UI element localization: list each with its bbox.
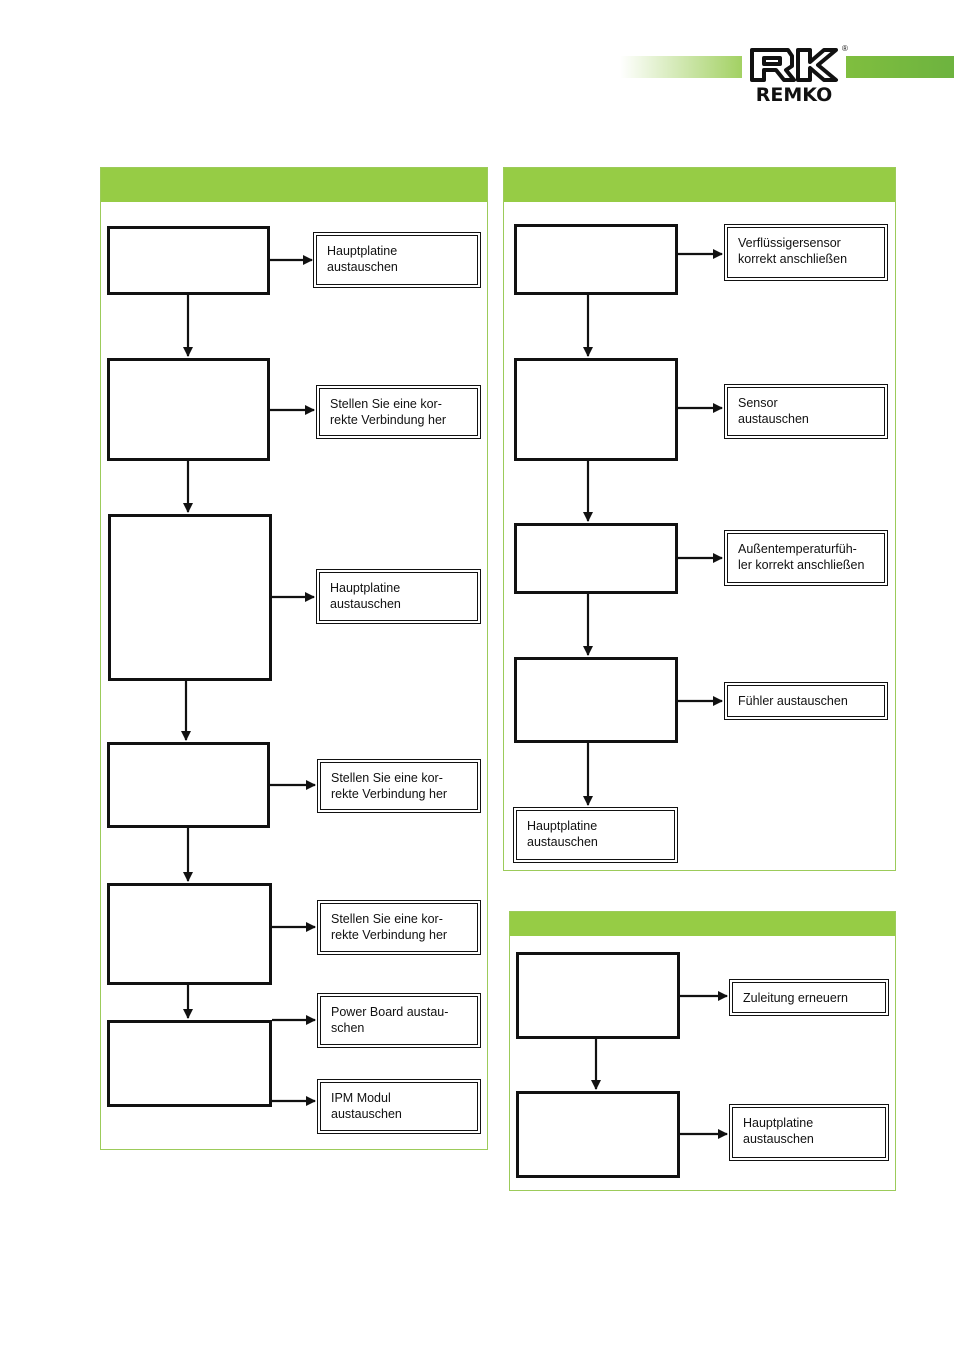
right-action-1-text: Verflüssigersensor korrekt anschließen bbox=[738, 236, 848, 266]
left-condition-3 bbox=[108, 514, 272, 681]
right-action-1: Verflüssigersensor korrekt anschließen bbox=[724, 224, 888, 281]
left-action-4: Stellen Sie eine kor- rekte Verbindung h… bbox=[317, 759, 481, 813]
left-action-7: IPM Modul austauschen bbox=[317, 1079, 481, 1134]
left-action-1-text: Hauptplatine austauschen bbox=[327, 244, 398, 274]
right-action-2-text: Sensor austauschen bbox=[738, 396, 809, 426]
left-action-3: Hauptplatine austauschen bbox=[316, 569, 481, 624]
left-action-6-text: Power Board austau- schen bbox=[331, 1005, 449, 1035]
right-condition-2 bbox=[514, 358, 678, 461]
left-condition-1 bbox=[107, 226, 270, 295]
bottom-condition-1 bbox=[516, 952, 680, 1039]
right-action-3: Außentemperaturfüh- ler korrekt anschlie… bbox=[724, 530, 888, 586]
right-condition-1 bbox=[514, 224, 678, 295]
logo-text: REMKO bbox=[755, 84, 833, 106]
left-action-4-text: Stellen Sie eine kor- rekte Verbindung h… bbox=[331, 771, 448, 801]
right-action-5: Hauptplatine austauschen bbox=[513, 807, 678, 863]
bottom-panel-header bbox=[510, 912, 895, 936]
left-action-5: Stellen Sie eine kor- rekte Verbindung h… bbox=[317, 900, 481, 955]
remko-logo-mark bbox=[750, 48, 838, 82]
right-action-3-text: Außentemperaturfüh- ler korrekt anschlie… bbox=[738, 542, 865, 572]
registered-mark: ® bbox=[842, 44, 848, 53]
left-action-7-text: IPM Modul austauschen bbox=[331, 1091, 402, 1121]
right-condition-4 bbox=[514, 657, 678, 743]
left-condition-4 bbox=[107, 742, 270, 828]
right-action-2: Sensor austauschen bbox=[724, 384, 888, 439]
bottom-action-1-text: Zuleitung erneuern bbox=[743, 991, 848, 1005]
right-condition-3 bbox=[514, 523, 678, 594]
bottom-action-1: Zuleitung erneuern bbox=[729, 979, 889, 1016]
bottom-action-2: Hauptplatine austauschen bbox=[729, 1104, 889, 1161]
left-condition-2 bbox=[107, 358, 270, 461]
bottom-action-2-text: Hauptplatine austauschen bbox=[743, 1116, 814, 1146]
left-action-6: Power Board austau- schen bbox=[317, 993, 481, 1048]
left-action-3-text: Hauptplatine austauschen bbox=[330, 581, 401, 611]
remko-logo: REMKO ® bbox=[742, 44, 848, 108]
left-action-1: Hauptplatine austauschen bbox=[313, 232, 481, 288]
right-action-4-text: Fühler austauschen bbox=[738, 694, 848, 708]
left-condition-6 bbox=[107, 1020, 272, 1107]
left-action-2-text: Stellen Sie eine kor- rekte Verbindung h… bbox=[330, 397, 447, 427]
right-action-5-text: Hauptplatine austauschen bbox=[527, 819, 598, 849]
left-condition-5 bbox=[107, 883, 272, 985]
left-panel-header bbox=[101, 168, 487, 202]
left-action-2: Stellen Sie eine kor- rekte Verbindung h… bbox=[316, 385, 481, 439]
left-action-5-text: Stellen Sie eine kor- rekte Verbindung h… bbox=[331, 912, 448, 942]
bottom-condition-2 bbox=[516, 1091, 680, 1178]
right-action-4: Fühler austauschen bbox=[724, 682, 888, 720]
right-panel-header bbox=[504, 168, 895, 202]
